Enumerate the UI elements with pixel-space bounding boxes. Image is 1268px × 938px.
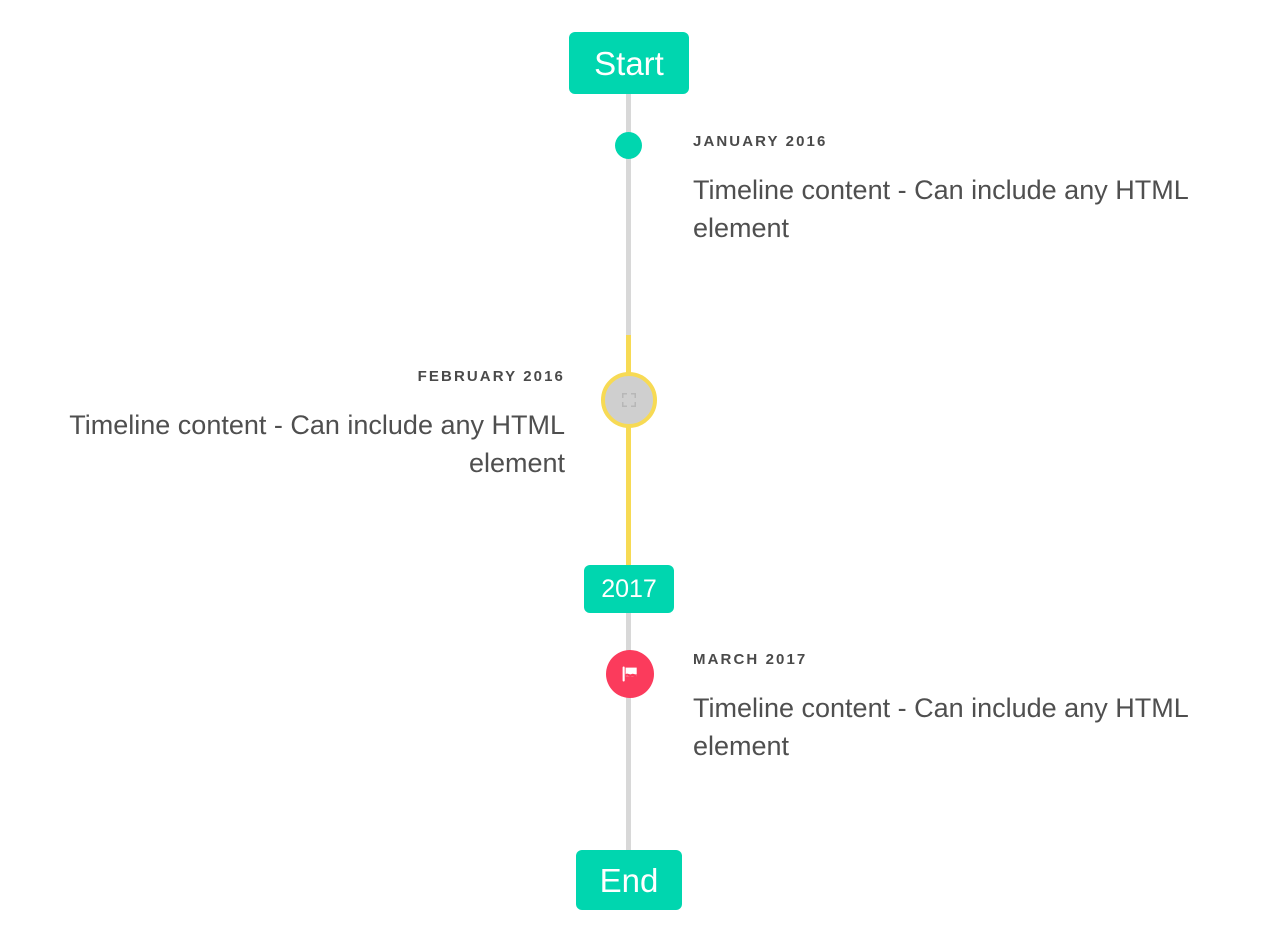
timeline-rail-segment-grey-bottom xyxy=(626,613,631,850)
timeline-start-badge[interactable]: Start xyxy=(569,32,689,94)
timeline-entry-body: Timeline content - Can include any HTML … xyxy=(693,175,1188,244)
timeline-marker-dot-january[interactable] xyxy=(615,132,642,159)
flag-icon xyxy=(622,666,637,682)
timeline-entry-february: FEBRUARY 2016 Timeline content - Can inc… xyxy=(28,368,565,483)
timeline-marker-flag-march[interactable] xyxy=(606,650,654,698)
timeline-entry-january: JANUARY 2016 Timeline content - Can incl… xyxy=(693,133,1233,248)
timeline-rail-segment-yellow-lower xyxy=(626,425,631,565)
timeline-entry-date: MARCH 2017 xyxy=(693,651,808,668)
timeline-rail-segment-yellow-upper xyxy=(626,335,631,375)
timeline-entry-body: Timeline content - Can include any HTML … xyxy=(69,410,565,479)
timeline-entry-date: JANUARY 2016 xyxy=(693,133,828,150)
timeline-rail-segment-grey-top xyxy=(626,94,631,335)
broken-image-icon xyxy=(622,393,636,407)
timeline-end-badge[interactable]: End xyxy=(576,850,682,910)
timeline-entry-body: Timeline content - Can include any HTML … xyxy=(693,693,1188,762)
timeline-entry-march: MARCH 2017 Timeline content - Can includ… xyxy=(693,651,1233,766)
timeline-marker-ring-february[interactable] xyxy=(601,372,657,428)
timeline-entry-date: FEBRUARY 2016 xyxy=(417,368,565,385)
timeline-year-badge-2017[interactable]: 2017 xyxy=(584,565,674,613)
